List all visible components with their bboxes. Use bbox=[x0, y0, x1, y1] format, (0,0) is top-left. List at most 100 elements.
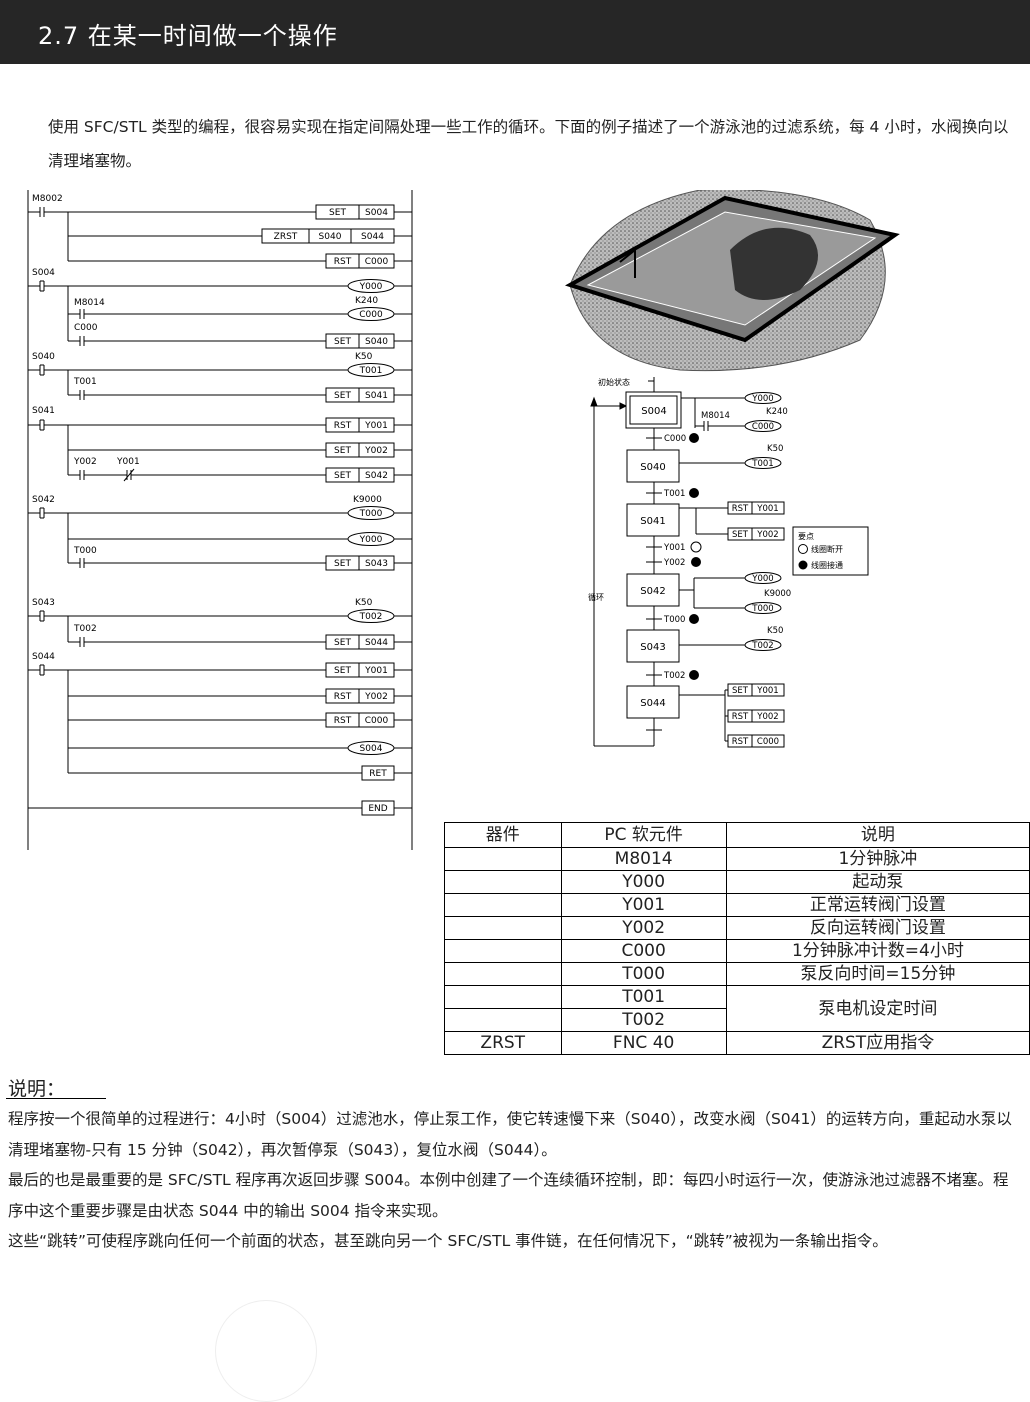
step-label: S041 bbox=[32, 406, 55, 416]
instr: SET bbox=[334, 391, 351, 401]
sfc-contact: M8014 bbox=[701, 411, 730, 421]
coil: T002 bbox=[359, 612, 383, 622]
instr: SET bbox=[334, 638, 351, 648]
legend-closed: 线圈接通 bbox=[811, 560, 843, 570]
table-cell: Y001 bbox=[560, 893, 727, 917]
step-label: S042 bbox=[32, 495, 55, 505]
instr: SET bbox=[334, 471, 351, 481]
instr: RST bbox=[334, 716, 352, 726]
table-header-row: 器件 PC 软元件 说明 bbox=[444, 822, 1030, 848]
step-label: S040 bbox=[32, 352, 55, 362]
sfc-operand: C000 bbox=[757, 737, 779, 747]
table-header: 说明 bbox=[725, 822, 1030, 848]
sfc-operand: Y001 bbox=[756, 686, 778, 696]
notes-title: 说明： bbox=[8, 1078, 66, 1100]
sfc-step: S004 bbox=[641, 406, 666, 417]
operand: Y002 bbox=[364, 692, 388, 702]
sfc-operand: Y002 bbox=[756, 712, 778, 722]
ladder-diagram: M8002 SET S004 ZRST S040 S044 RST C000 S… bbox=[27, 190, 413, 850]
coil: C000 bbox=[359, 310, 383, 320]
sfc-instr: RST bbox=[732, 712, 749, 722]
coil: Y000 bbox=[359, 535, 383, 545]
contact-label: T001 bbox=[73, 377, 97, 387]
transition: C000 bbox=[664, 434, 686, 444]
sfc-constant: K50 bbox=[767, 444, 783, 454]
table-cell: 1分钟脉冲 bbox=[725, 847, 1030, 871]
instr: SET bbox=[334, 666, 351, 676]
table-cell: T001 bbox=[560, 985, 727, 1009]
sfc-coil: T002 bbox=[751, 641, 773, 651]
coil: T001 bbox=[359, 366, 383, 376]
pool-illustration bbox=[564, 190, 900, 372]
table-cell: M8014 bbox=[560, 847, 727, 871]
intro-paragraph: 使用 SFC/STL 类型的编程，很容易实现在指定间隔处理一些工作的循环。下面的… bbox=[48, 118, 1009, 170]
step-label: S043 bbox=[32, 598, 55, 608]
sfc-step: S041 bbox=[640, 516, 665, 527]
loop-label: 循环 bbox=[588, 592, 604, 602]
table-cell: ZRST应用指令 bbox=[725, 1031, 1030, 1055]
contact-label: M8014 bbox=[74, 298, 105, 308]
table-header: PC 软元件 bbox=[560, 822, 727, 848]
decorative-circle bbox=[215, 1300, 317, 1402]
sfc-constant: K9000 bbox=[764, 589, 791, 599]
sfc-diagram: 初始状态 循环 S004 S040 S041 S042 S043 S044 C0… bbox=[564, 190, 900, 748]
rung-s041: S041 RST Y001 SET Y002 Y002 Y001 SET S04… bbox=[28, 406, 412, 483]
operand: Y002 bbox=[364, 446, 388, 456]
table-cell: 起动泵 bbox=[725, 870, 1030, 894]
notes-paragraph: 这些“跳转”可使程序跳向任何一个前面的状态，甚至跳向另一个 SFC/STL 事件… bbox=[8, 1232, 888, 1250]
coil: Y000 bbox=[359, 282, 383, 292]
sfc-operand: Y001 bbox=[756, 504, 778, 514]
rung-s043: S043 K50 T002 T002 SET S044 bbox=[28, 598, 412, 650]
constant: K240 bbox=[355, 296, 378, 306]
operand: S042 bbox=[365, 471, 388, 481]
instr: SET bbox=[334, 446, 351, 456]
operand: S044 bbox=[365, 638, 388, 648]
divider bbox=[6, 1098, 106, 1099]
table-header: 器件 bbox=[444, 822, 562, 848]
instr: RST bbox=[334, 692, 352, 702]
table-cell: ZRST bbox=[444, 1031, 562, 1055]
contact-label: Y001 bbox=[116, 457, 140, 467]
instr: SET bbox=[329, 208, 346, 218]
rung-end: END bbox=[28, 800, 412, 816]
coil: T000 bbox=[359, 509, 383, 519]
operand: S041 bbox=[365, 391, 388, 401]
table-cell: 泵电机设定时间 bbox=[725, 985, 1030, 1032]
step-label: S044 bbox=[32, 652, 55, 662]
contact-label: Y002 bbox=[73, 457, 97, 467]
sfc-coil: Y000 bbox=[751, 574, 773, 584]
rung-m8002: M8002 SET S004 ZRST S040 S044 RST C000 bbox=[28, 194, 412, 269]
operand: C000 bbox=[365, 716, 389, 726]
sfc-constant: K50 bbox=[767, 626, 783, 636]
table-cell: Y000 bbox=[560, 870, 727, 894]
sfc-coil: C000 bbox=[752, 422, 774, 432]
contact-label: C000 bbox=[74, 323, 98, 333]
table-cell: 正常运转阀门设置 bbox=[725, 893, 1030, 917]
transition: T000 bbox=[663, 615, 685, 625]
sfc-constant: K240 bbox=[766, 407, 788, 417]
instr: RST bbox=[334, 257, 352, 267]
transition: Y001 bbox=[663, 543, 685, 553]
operand: C000 bbox=[365, 257, 389, 267]
sfc-instr: RST bbox=[732, 737, 749, 747]
operand: S043 bbox=[365, 559, 388, 569]
operand: S044 bbox=[361, 232, 384, 242]
table-cell: 反向运转阀门设置 bbox=[725, 916, 1030, 940]
sfc-coil: T000 bbox=[751, 604, 773, 614]
contact-label: M8002 bbox=[32, 194, 63, 204]
sfc-instr: RST bbox=[732, 504, 749, 514]
operand: Y001 bbox=[364, 421, 388, 431]
open-circle-icon bbox=[798, 544, 808, 554]
table-cell: C000 bbox=[560, 939, 727, 963]
sfc-step: S044 bbox=[640, 698, 665, 709]
legend-box: 要点 线圈断开 线圈接通 bbox=[792, 526, 869, 576]
